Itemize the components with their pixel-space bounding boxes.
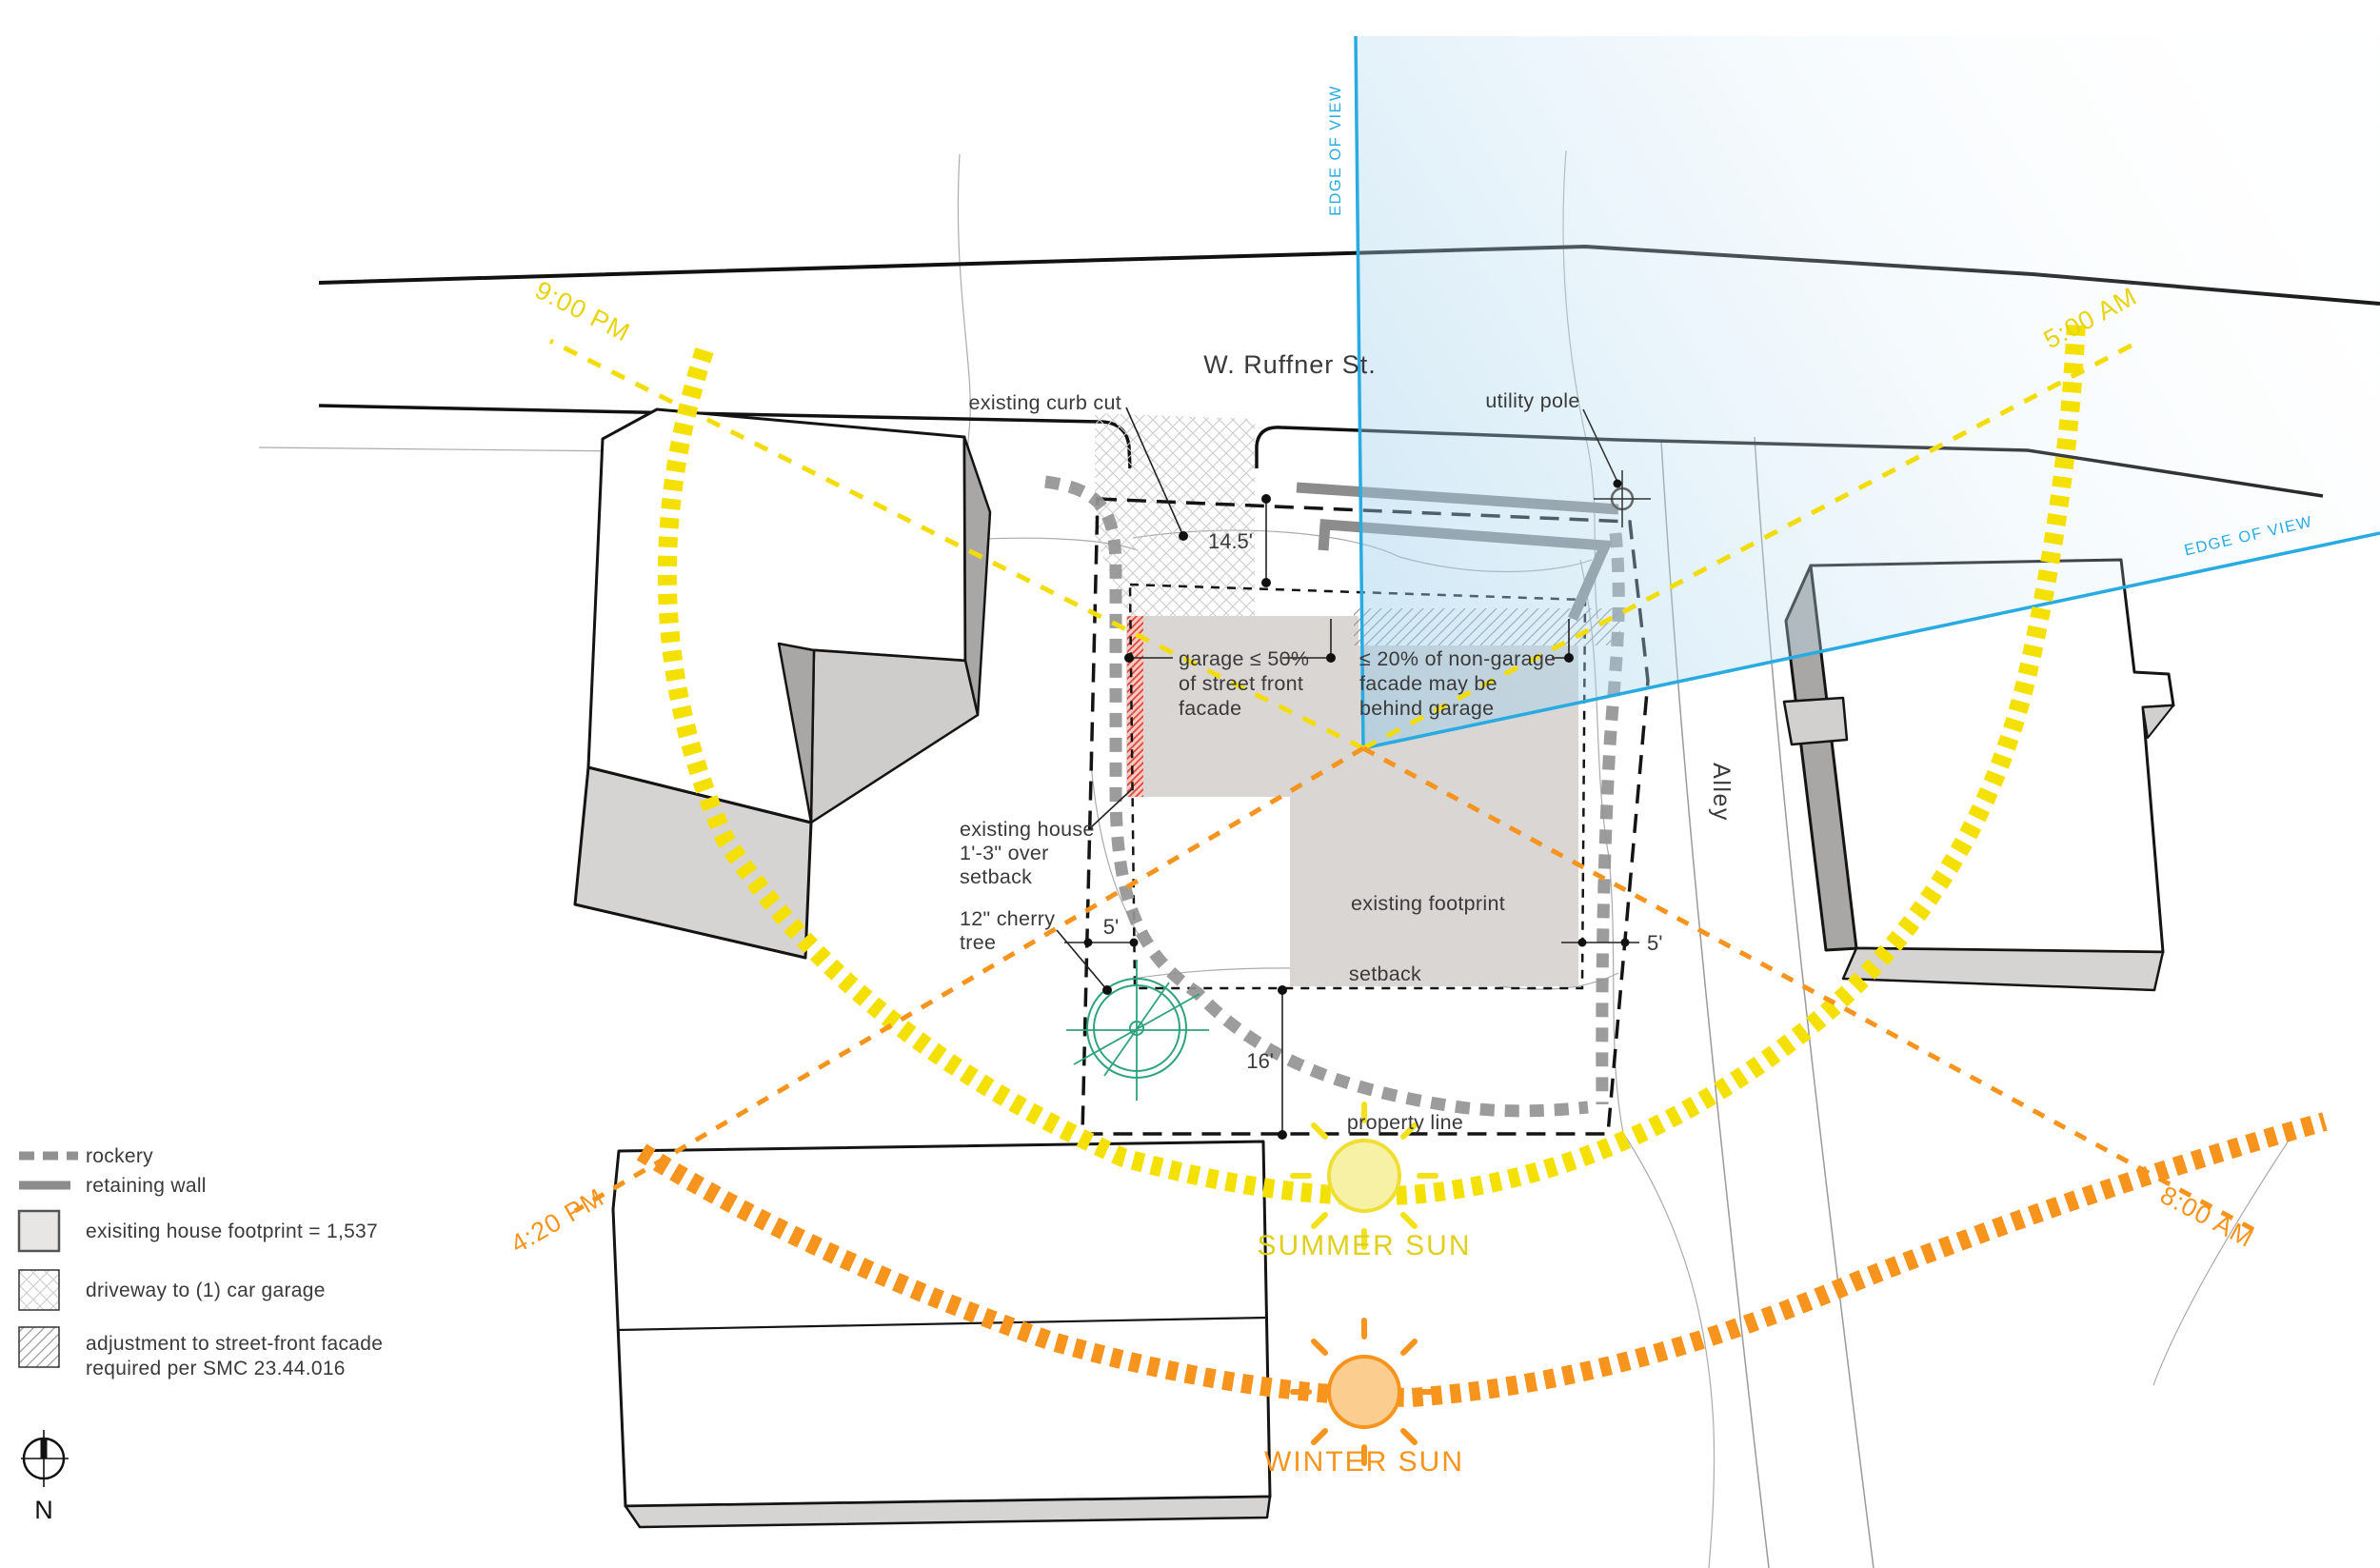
cherry-tree-icon bbox=[1066, 960, 1209, 1101]
view-cone-fill bbox=[1356, 36, 2380, 748]
summer-sun-icon bbox=[1290, 1102, 1438, 1250]
building-east-step bbox=[1782, 696, 1849, 746]
legend-retaining-wall-label: retaining wall bbox=[86, 1175, 207, 1197]
building-east bbox=[1782, 558, 2175, 992]
building-west-wing bbox=[809, 648, 980, 824]
utility-pole-icon bbox=[1582, 408, 1651, 527]
existing-house-label-line2: 1'-3" over bbox=[960, 842, 1049, 864]
edge-of-view-top-label: EDGE OF VIEW bbox=[1327, 85, 1344, 216]
existing-house-label-line1: existing house bbox=[960, 818, 1095, 841]
dimension-graphics bbox=[1056, 407, 1639, 1135]
legend-adjustment-label-line2: required per SMC 23.44.016 bbox=[86, 1358, 346, 1379]
building-south-ridge bbox=[616, 1316, 1268, 1332]
property-line-label: property line bbox=[1347, 1111, 1463, 1134]
alley-label: Alley bbox=[1708, 763, 1735, 822]
existing-curb-cut-label: existing curb cut bbox=[969, 391, 1121, 414]
time-9pm-label: 9:00 PM bbox=[530, 275, 634, 347]
cherry-tree-label-line2: tree bbox=[960, 931, 996, 954]
ray-9pm bbox=[548, 338, 1365, 751]
legend-adjustment-label-line1: adjustment to street-front facade bbox=[86, 1333, 383, 1355]
dim-5ft-left-label: 5' bbox=[1103, 915, 1119, 939]
nongarage-label-line2: facade may be bbox=[1359, 672, 1497, 695]
existing-house-label-line3: setback bbox=[960, 865, 1032, 888]
sun-ray-lines bbox=[548, 338, 2256, 1233]
legend-footprint-label: exisiting house footprint = 1,537 bbox=[86, 1221, 378, 1242]
legend-adjustment-swatch bbox=[18, 1326, 60, 1368]
dim-5ft-right-label: 5' bbox=[1647, 931, 1662, 955]
winter-sun-icon bbox=[1290, 1318, 1438, 1466]
north-arrow-label: N bbox=[34, 1496, 53, 1524]
setback-line-boundary bbox=[1128, 583, 1587, 990]
dim-14-5-label: 14.5' bbox=[1208, 529, 1253, 553]
summer-sun-label: SUMMER SUN bbox=[1257, 1230, 1471, 1261]
legend-rockery-label: rockery bbox=[86, 1145, 153, 1167]
time-8am-label: 8:00 AM bbox=[2155, 1181, 2258, 1253]
existing-footprint-label: existing footprint bbox=[1351, 892, 1505, 915]
ray-5am bbox=[1361, 338, 2142, 751]
utility-pole-label: utility pole bbox=[1485, 389, 1579, 412]
dim-16ft-label: 16' bbox=[1246, 1049, 1274, 1073]
legend: rockery retaining wall exisiting house f… bbox=[17, 1145, 383, 1379]
winter-sun-label: WINTER SUN bbox=[1264, 1446, 1464, 1478]
building-west bbox=[573, 407, 992, 960]
legend-driveway-swatch bbox=[18, 1269, 60, 1311]
building-east-base bbox=[1841, 946, 2165, 992]
cherry-tree-label-line1: 12" cherry bbox=[960, 907, 1055, 930]
setback-label: setback bbox=[1349, 963, 1421, 985]
garage-label-line3: facade bbox=[1179, 697, 1241, 720]
ray-8am bbox=[1361, 745, 2256, 1233]
legend-footprint-swatch bbox=[17, 1209, 61, 1253]
building-west-notch-shade bbox=[777, 642, 816, 824]
north-arrow-icon: N bbox=[21, 1430, 69, 1524]
ray-420pm bbox=[573, 745, 1365, 1214]
garage-label-line1: garage ≤ 50% bbox=[1179, 647, 1309, 670]
time-420pm-label: 4:20 PM bbox=[506, 1182, 608, 1259]
street-name-label: W. Ruffner St. bbox=[1203, 350, 1377, 379]
nongarage-label-line1: ≤ 20% of non-garage bbox=[1359, 647, 1556, 670]
edge-of-view-lines bbox=[1354, 35, 2380, 750]
nongarage-label-line3: behind garage bbox=[1359, 697, 1494, 720]
dimension-dots bbox=[1083, 494, 1630, 1140]
building-east-bump-shade bbox=[2142, 705, 2174, 739]
garage-label-line2: of street front bbox=[1179, 672, 1303, 695]
building-south-base bbox=[624, 1495, 1272, 1529]
legend-driveway-label: driveway to (1) car garage bbox=[86, 1280, 326, 1301]
